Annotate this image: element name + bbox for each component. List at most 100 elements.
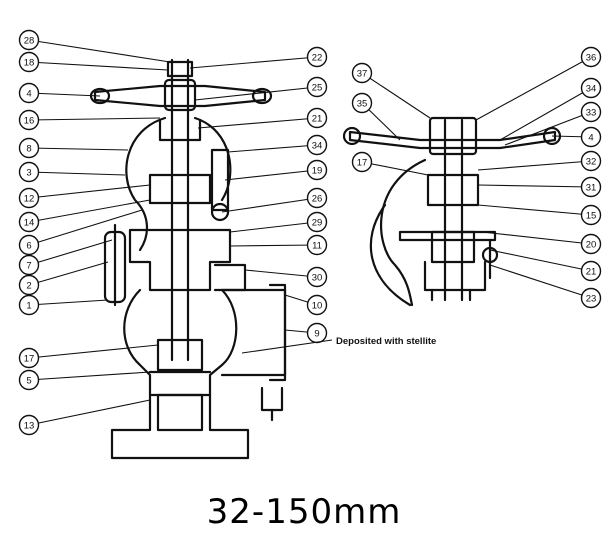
callout-circle bbox=[18, 414, 40, 436]
callout-circle bbox=[18, 109, 40, 131]
callout-circle bbox=[306, 76, 328, 98]
left-leader-lines bbox=[28, 39, 318, 426]
leader-line bbox=[475, 56, 592, 121]
callout-circle bbox=[18, 211, 40, 233]
leader-line bbox=[28, 299, 109, 306]
leader-line bbox=[504, 111, 592, 146]
callout-circle bbox=[18, 187, 40, 209]
leader-line bbox=[28, 39, 171, 63]
callout-circle bbox=[18, 29, 40, 51]
callout-number: 28 bbox=[24, 36, 35, 47]
callout-number: 29 bbox=[312, 218, 323, 229]
callout-number: 26 bbox=[312, 194, 323, 205]
callout-circle bbox=[306, 134, 328, 156]
leader-line bbox=[477, 160, 592, 171]
leader-line bbox=[28, 209, 143, 246]
callout-number: 17 bbox=[357, 158, 368, 169]
leader-line bbox=[28, 61, 169, 71]
callout-number: 16 bbox=[24, 116, 35, 127]
size-range-caption: 32-150mm bbox=[206, 492, 402, 532]
leader-line bbox=[361, 161, 429, 176]
callout-circle bbox=[580, 77, 602, 99]
callout-number: 36 bbox=[586, 53, 597, 64]
callout-circle bbox=[306, 234, 328, 256]
callout-number: 25 bbox=[312, 83, 323, 94]
callout-number: 4 bbox=[588, 133, 593, 144]
callout-number: 21 bbox=[312, 114, 323, 125]
callout-number: 21 bbox=[586, 267, 597, 278]
callout-circle bbox=[18, 294, 40, 316]
right-leader-lines bbox=[361, 56, 592, 299]
callout-number: 34 bbox=[312, 141, 323, 152]
leader-line bbox=[28, 147, 129, 151]
leader-line bbox=[477, 204, 592, 216]
callout-number: 23 bbox=[586, 294, 597, 305]
callout-circle bbox=[580, 204, 602, 226]
callout-number: 13 bbox=[24, 421, 35, 432]
callout-circle bbox=[18, 161, 40, 183]
callout-circle bbox=[306, 211, 328, 233]
callout-bubbles: 2818416831214672117513222521341926291130… bbox=[18, 29, 602, 436]
leader-line bbox=[229, 244, 318, 247]
callout-number: 11 bbox=[312, 241, 322, 252]
callout-circle bbox=[18, 51, 40, 73]
leader-line bbox=[227, 144, 318, 153]
callout-circle bbox=[18, 274, 40, 296]
callout-number: 1 bbox=[26, 301, 31, 312]
callout-number: 4 bbox=[26, 89, 31, 100]
callout-circle bbox=[351, 92, 373, 114]
callout-circle bbox=[18, 347, 40, 369]
callout-number: 22 bbox=[312, 53, 323, 64]
callout-number: 9 bbox=[314, 329, 319, 340]
leader-line bbox=[28, 261, 109, 286]
leader-line bbox=[489, 249, 592, 272]
leader-line bbox=[28, 199, 151, 223]
callout-circle bbox=[580, 260, 602, 282]
leader-line bbox=[221, 197, 318, 213]
leader-line bbox=[499, 87, 592, 141]
leader-line bbox=[28, 344, 159, 359]
callout-circle bbox=[18, 254, 40, 276]
leader-line bbox=[224, 169, 318, 181]
leader-line bbox=[197, 117, 318, 129]
callout-number: 30 bbox=[312, 273, 323, 284]
leader-line bbox=[28, 184, 151, 199]
leader-line bbox=[489, 264, 592, 299]
callout-number: 10 bbox=[312, 301, 323, 312]
callout-number: 15 bbox=[586, 211, 597, 222]
callout-circle bbox=[580, 150, 602, 172]
right-valve-partial-view bbox=[342, 116, 562, 307]
callout-number: 33 bbox=[586, 108, 597, 119]
callout-number: 2 bbox=[26, 281, 31, 292]
callout-number: 7 bbox=[26, 261, 31, 272]
leader-line bbox=[28, 399, 151, 426]
callout-circle bbox=[580, 233, 602, 255]
leader-line bbox=[481, 231, 592, 245]
callout-circle bbox=[306, 294, 328, 316]
callout-circle bbox=[306, 107, 328, 129]
leader-line bbox=[28, 92, 101, 97]
left-valve-section bbox=[89, 58, 287, 460]
callout-number: 19 bbox=[312, 166, 323, 177]
leader-line bbox=[189, 56, 318, 69]
callout-number: 6 bbox=[26, 241, 31, 252]
stellite-note: Deposited with stellite bbox=[336, 336, 436, 347]
callout-circle bbox=[580, 46, 602, 68]
callout-number: 37 bbox=[357, 69, 368, 80]
callout-circle bbox=[18, 234, 40, 256]
callout-circle bbox=[18, 82, 40, 104]
callout-circle bbox=[306, 46, 328, 68]
callout-circle bbox=[306, 187, 328, 209]
leader-line bbox=[28, 117, 161, 121]
callout-number: 12 bbox=[24, 194, 35, 205]
callout-circle bbox=[351, 62, 373, 84]
leader-line bbox=[361, 72, 431, 119]
leader-line bbox=[229, 221, 318, 233]
leader-line bbox=[244, 269, 318, 278]
leader-line bbox=[477, 184, 592, 188]
leader-line bbox=[28, 171, 126, 176]
callout-number: 35 bbox=[357, 99, 368, 110]
leader-line bbox=[28, 371, 151, 381]
callout-circle bbox=[306, 159, 328, 181]
